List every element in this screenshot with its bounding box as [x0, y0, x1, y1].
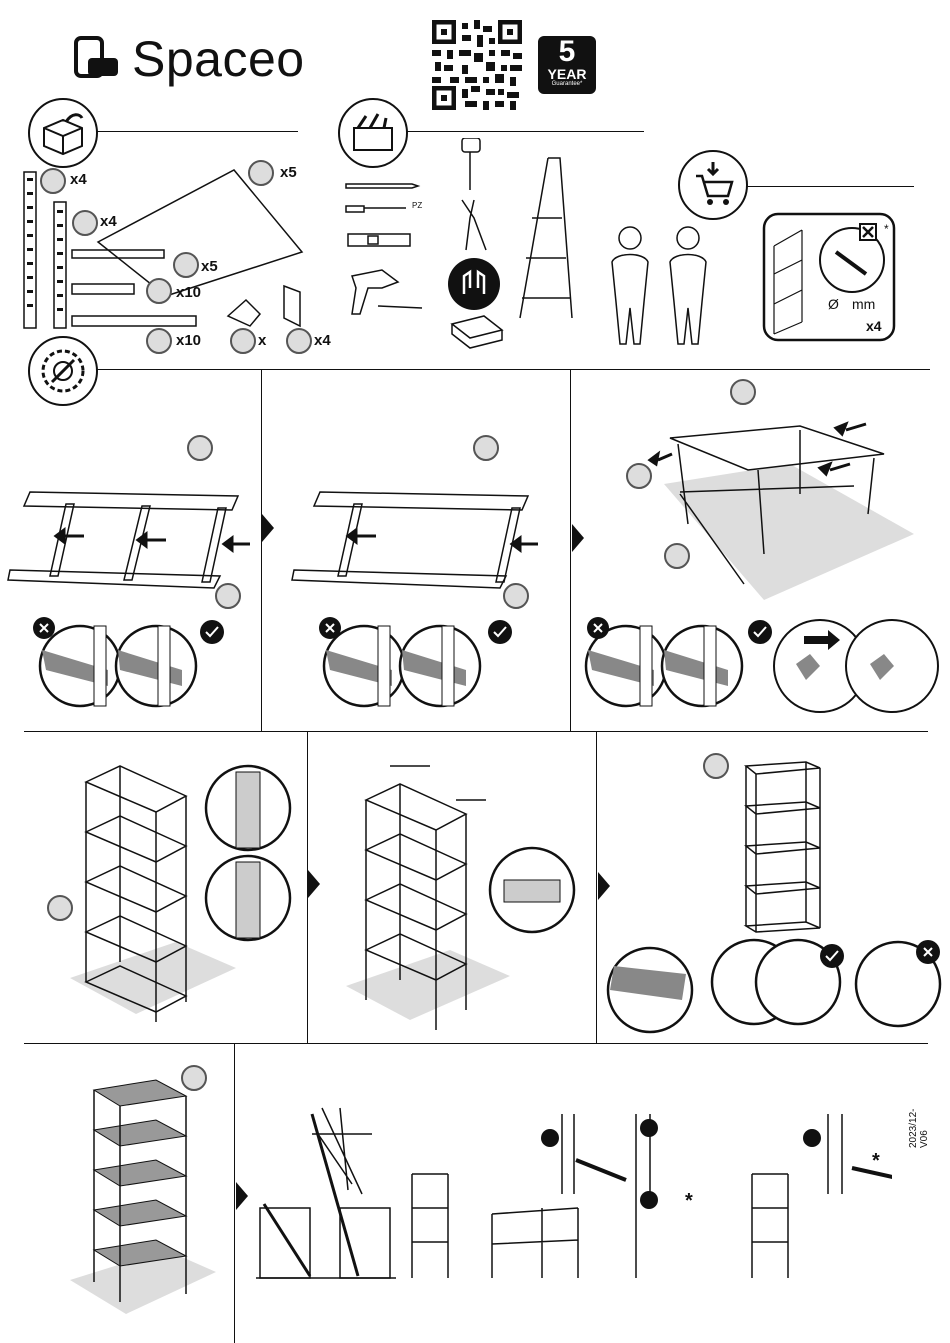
- divider: [234, 1043, 235, 1343]
- divider: [570, 369, 571, 731]
- divider: [261, 369, 262, 731]
- diameter-symbol: Ø: [828, 296, 839, 312]
- next-step-arrow-icon: [236, 1182, 248, 1210]
- fixing-quantity: x4: [866, 318, 882, 334]
- divider: [24, 731, 928, 732]
- shelf-quantity: x5: [280, 164, 297, 181]
- divider: [746, 186, 914, 187]
- wall-fix-note-mark: *: [884, 222, 889, 236]
- divider: [96, 369, 930, 370]
- part-marker: [72, 210, 98, 236]
- guarantee-unit: YEAR: [538, 68, 596, 80]
- step-3-frame-illustration: [584, 374, 940, 718]
- box-contents-icon: [28, 98, 98, 168]
- step-5-hammer-illustration: [340, 760, 590, 1036]
- part-marker: [40, 168, 66, 194]
- part-marker: [146, 328, 172, 354]
- guarantee-years: 5: [538, 36, 596, 68]
- upright-quantity: x4: [70, 171, 87, 188]
- foot-quantity: x: [258, 332, 266, 349]
- document-version: 2023/12-V06: [908, 1106, 930, 1148]
- corner-quantity: x4: [314, 332, 331, 349]
- divider: [406, 131, 644, 132]
- brand-name: Spaceo: [132, 30, 305, 88]
- next-step-arrow-icon: [572, 524, 584, 552]
- guarantee-badge: 5 YEAR Guarantee*: [538, 36, 596, 94]
- millimeter-unit: mm: [852, 296, 875, 312]
- guarantee-label: Guarantee*: [538, 80, 596, 88]
- step-1-frame-illustration: [6, 430, 256, 720]
- upright-frame-quantity: x4: [100, 213, 117, 230]
- safety-instructions-illustration: [252, 1104, 892, 1288]
- spaceo-logo-icon: [74, 36, 120, 78]
- screwdriver-type: PZ: [412, 201, 422, 210]
- part-marker: [173, 252, 199, 278]
- short-beam-quantity: x10: [176, 332, 201, 349]
- step-2-frame-illustration: [290, 430, 560, 720]
- part-marker: [286, 328, 312, 354]
- step-6-shelf-illustration: [606, 752, 942, 1036]
- step-note-mark: *: [685, 1190, 693, 1213]
- next-step-arrow-icon: [262, 514, 274, 542]
- qr-code-icon: [432, 20, 522, 110]
- tools-illustration: [342, 138, 602, 358]
- part-marker: [248, 160, 274, 186]
- step-note-mark: *: [872, 1150, 880, 1173]
- long-beam-quantity: x5: [201, 258, 218, 275]
- part-marker: [230, 328, 256, 354]
- next-step-arrow-icon: [308, 870, 320, 898]
- step-7-shelf-placement-illustration: [66, 1062, 228, 1324]
- divider: [596, 731, 597, 1043]
- mid-beam-quantity: x10: [176, 284, 201, 301]
- part-marker: [146, 278, 172, 304]
- two-persons-icon: [600, 222, 726, 346]
- assembly-gear-icon: [28, 336, 98, 406]
- shopping-cart-icon: [678, 150, 748, 220]
- divider: [24, 1043, 928, 1044]
- step-4-upright-join-illustration: [36, 752, 304, 1038]
- divider: [96, 131, 298, 132]
